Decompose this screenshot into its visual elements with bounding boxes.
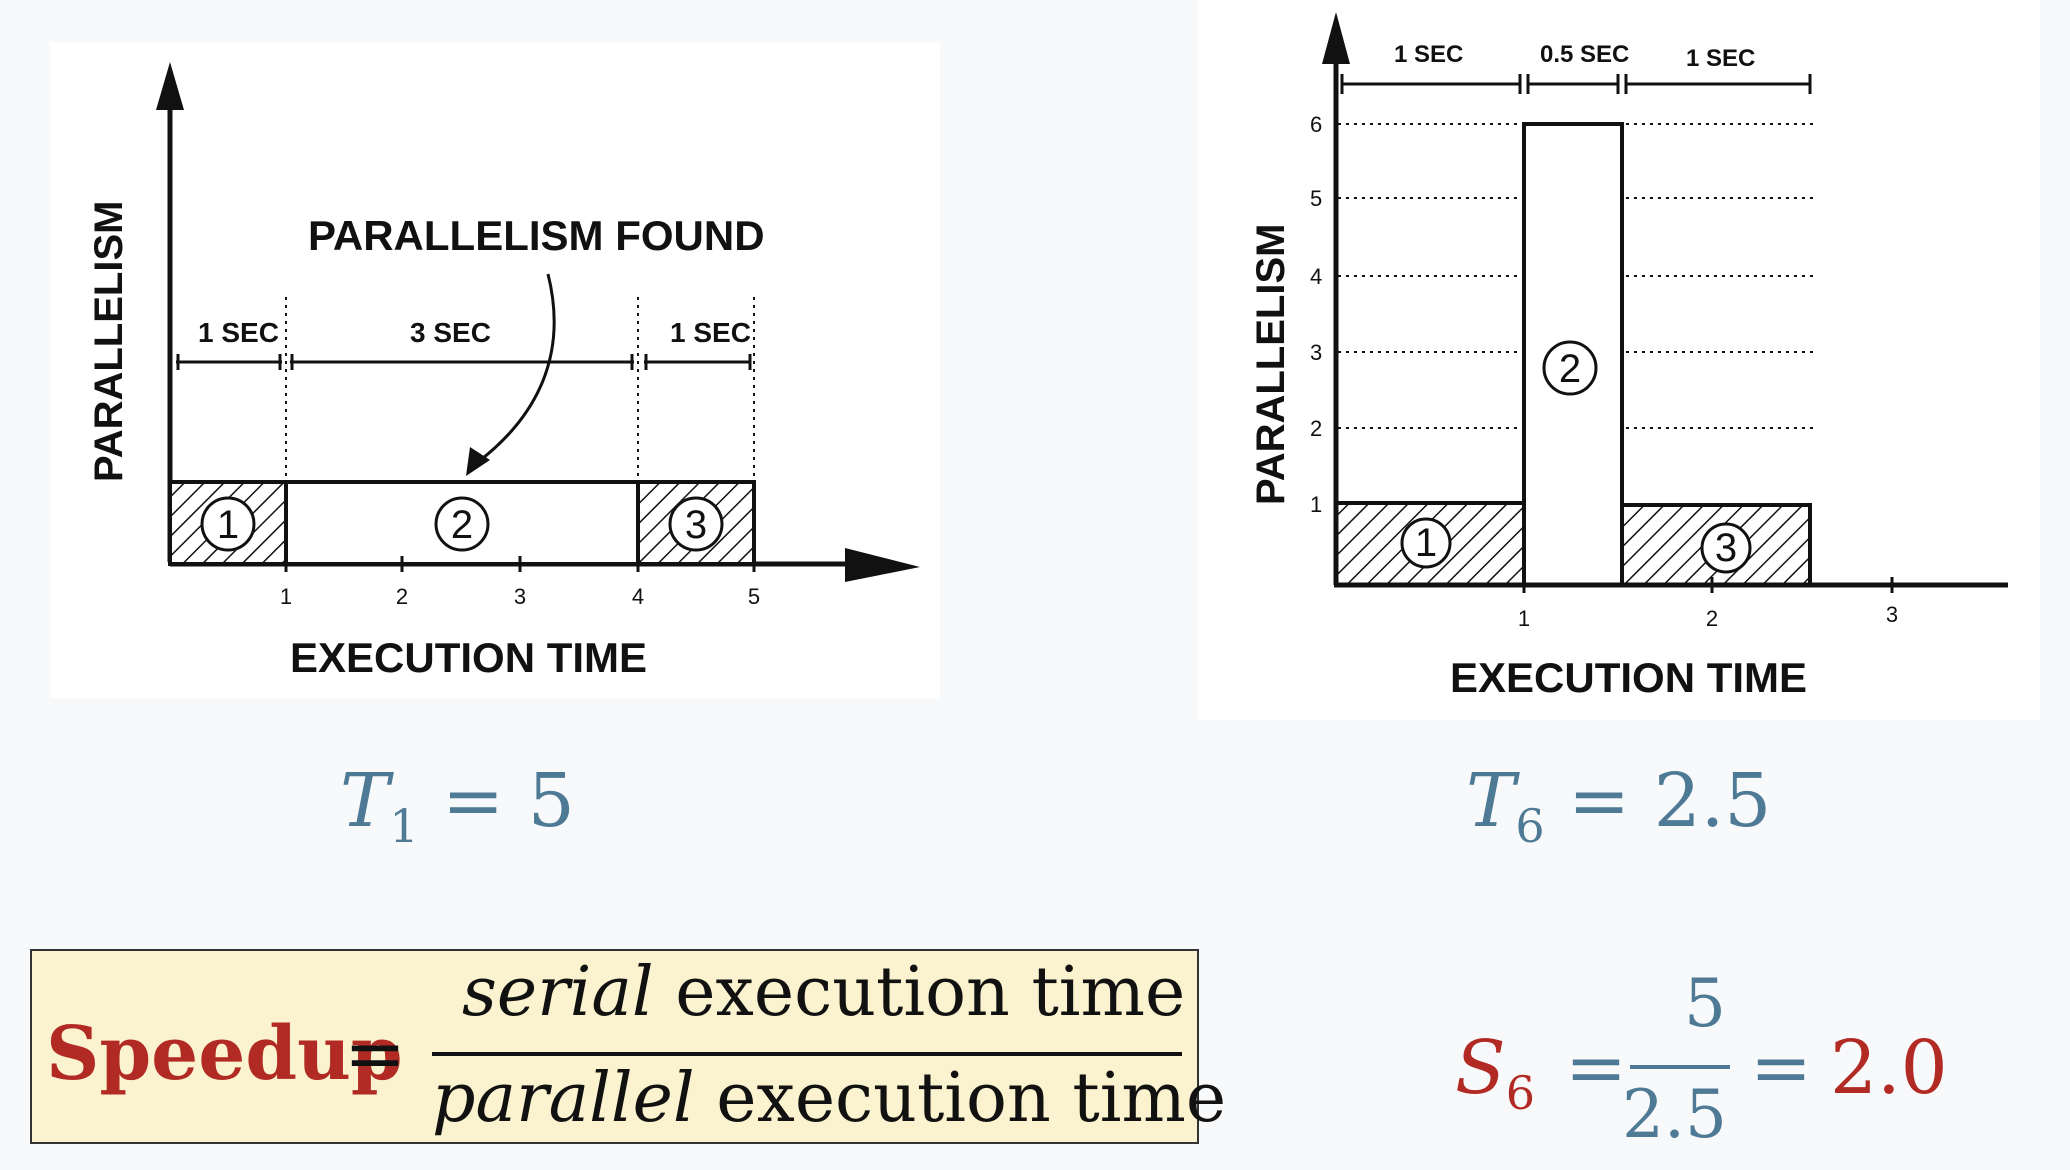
segment-number: 2 — [1559, 347, 1581, 391]
s6-equals-2: = — [1750, 1025, 1813, 1111]
fraction-bar — [432, 1052, 1182, 1056]
speedup-equals: = — [344, 1011, 407, 1097]
segment-circle — [1542, 340, 1598, 396]
y-axis-arrow — [1322, 12, 1350, 64]
right-diagram: 1 2 3 PARALLELISM 1 2 3 4 5 6 1 SEC 0.5 … — [1249, 12, 2010, 701]
s6-letter: S — [1455, 1025, 1506, 1111]
y-axis-label: PARALLELISM — [87, 201, 131, 482]
x-tick-label: 3 — [514, 584, 526, 609]
t1-subscript: 1 — [389, 799, 419, 854]
x-axis-label: EXECUTION TIME — [1450, 654, 1807, 701]
x-tick-label: 2 — [396, 584, 408, 609]
s6-equals: = — [1565, 1025, 1628, 1111]
x-axis-label: EXECUTION TIME — [290, 634, 647, 681]
x-tick-label: 3 — [1886, 602, 1898, 627]
segment-circle — [1700, 522, 1752, 574]
segment-number: 3 — [1715, 526, 1737, 570]
speedup-numerator: serial execution time — [462, 953, 1185, 1032]
s6-subscript: 6 — [1505, 1066, 1535, 1121]
annotation-arrowhead — [466, 447, 490, 476]
s6-numerator: 5 — [1684, 965, 1726, 1042]
y-tick-label: 6 — [1310, 112, 1322, 137]
segment-circle — [1400, 517, 1452, 569]
segment-circle — [200, 496, 256, 552]
segment-number: 1 — [1415, 521, 1437, 565]
x-tick-label: 1 — [280, 584, 292, 609]
duration-label: 1 SEC — [670, 317, 751, 348]
left-diagram-panel: PARALLELISM 1 SEC 3 SEC 1 SEC PARALLELIS… — [50, 42, 940, 698]
s6-symbol: S6 — [1455, 1025, 1535, 1120]
numerator-rest: execution time — [653, 953, 1186, 1032]
segment-number: 3 — [685, 503, 707, 547]
segment-number: 2 — [451, 503, 473, 547]
y-axis-arrow — [156, 62, 184, 110]
y-tick-label: 1 — [1310, 492, 1322, 517]
segment-circle — [668, 496, 724, 552]
x-axis-arrow — [845, 548, 920, 582]
segment-number: 1 — [217, 503, 239, 547]
y-tick-label: 2 — [1310, 416, 1322, 441]
annotation-text: PARALLELISM FOUND — [308, 212, 765, 259]
left-diagram: PARALLELISM 1 SEC 3 SEC 1 SEC PARALLELIS… — [87, 62, 920, 681]
duration-label: 1 SEC — [1394, 41, 1463, 68]
right-diagram-panel: 1 2 3 PARALLELISM 1 2 3 4 5 6 1 SEC 0.5 … — [1198, 0, 2040, 720]
t1-value: = 5 — [418, 758, 575, 844]
y-tick-label: 5 — [1310, 186, 1322, 211]
t6-formula: T6 = 2.5 — [1466, 758, 1771, 853]
t1-formula: T1 = 5 — [340, 758, 575, 853]
x-tick-label: 1 — [1518, 606, 1530, 631]
y-axis-label: PARALLELISM — [1249, 224, 1293, 505]
s6-fraction-bar — [1630, 1065, 1730, 1069]
t6-subscript: 6 — [1515, 799, 1545, 854]
duration-label: 0.5 SEC — [1540, 41, 1629, 68]
denominator-rest: execution time — [694, 1059, 1227, 1138]
s6-denominator: 2.5 — [1622, 1076, 1727, 1153]
y-tick-label: 3 — [1310, 340, 1322, 365]
t1-symbol: T — [340, 758, 390, 844]
s6-result: 2.0 — [1830, 1025, 1948, 1111]
x-ticks — [1522, 577, 1894, 593]
numerator-italic: serial — [462, 953, 654, 1032]
x-ticks — [284, 556, 756, 572]
t6-value: = 2.5 — [1544, 758, 1772, 844]
duration-label: 1 SEC — [1686, 45, 1755, 72]
x-tick-label: 2 — [1706, 606, 1718, 631]
duration-label: 1 SEC — [198, 317, 279, 348]
annotation-arrow — [477, 273, 556, 464]
x-tick-label: 4 — [632, 584, 644, 609]
denominator-italic: parallel — [432, 1059, 695, 1138]
segment-circle — [434, 496, 490, 552]
y-tick-label: 4 — [1310, 264, 1322, 289]
t6-symbol: T — [1466, 758, 1516, 844]
speedup-label: Speedup — [46, 1011, 403, 1097]
speedup-denominator: parallel execution time — [432, 1059, 1226, 1138]
x-tick-label: 5 — [748, 584, 760, 609]
speedup-definition-box: Speedup = serial execution time parallel… — [30, 949, 1226, 1144]
duration-label: 3 SEC — [410, 317, 491, 348]
